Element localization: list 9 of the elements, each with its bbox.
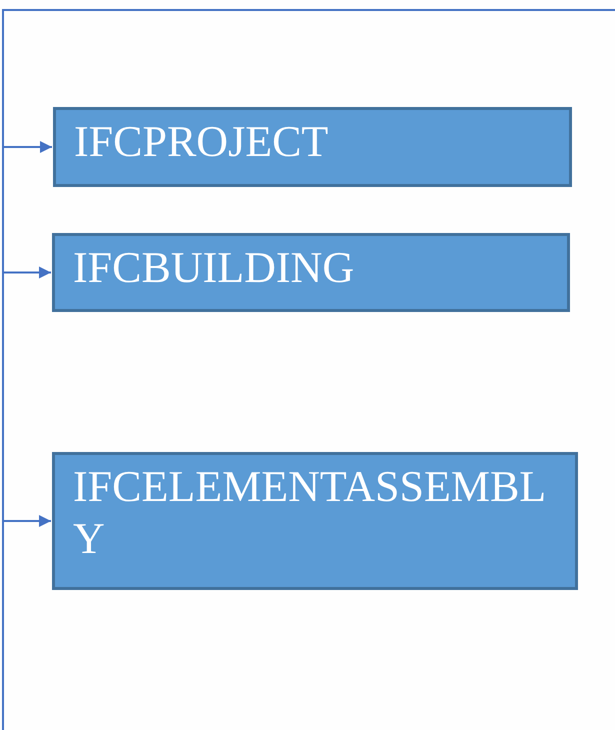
process-box	[52, 452, 578, 590]
node-label: IFCPROJECT	[74, 117, 328, 166]
arrow	[3, 266, 51, 278]
arrow	[3, 515, 51, 527]
node-label: IFCBUILDING	[73, 243, 354, 292]
process-box	[53, 107, 572, 187]
node-label: IFCELEMENTASSEMBLY	[73, 462, 546, 563]
arrow	[3, 141, 52, 153]
process-box	[52, 233, 570, 312]
